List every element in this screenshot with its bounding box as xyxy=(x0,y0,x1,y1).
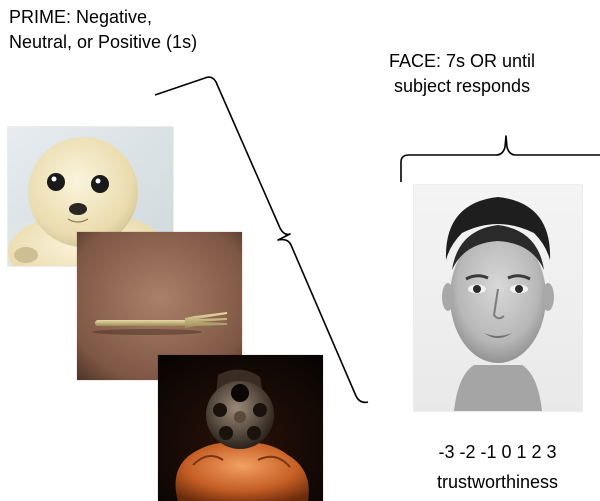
prime-label: PRIME: Negative, Neutral, or Positive (1… xyxy=(9,5,197,55)
face-label: FACE: 7s OR until subject responds xyxy=(389,49,535,99)
rating-dimension-label: trustworthiness xyxy=(436,472,559,492)
face-photo xyxy=(414,185,582,411)
prime-label-line1: PRIME: Negative, xyxy=(9,7,153,27)
face-label-line1: FACE: 7s OR until xyxy=(389,51,536,71)
face-brace xyxy=(400,135,600,182)
prime-brace xyxy=(154,76,369,404)
prime-label-line2: Neutral, or Positive (1s) xyxy=(9,32,198,52)
face-label-line2: subject responds xyxy=(393,76,531,96)
rating-scale: -3 -2 -1 0 1 2 3 xyxy=(438,442,557,462)
revolver-photo xyxy=(158,355,323,501)
